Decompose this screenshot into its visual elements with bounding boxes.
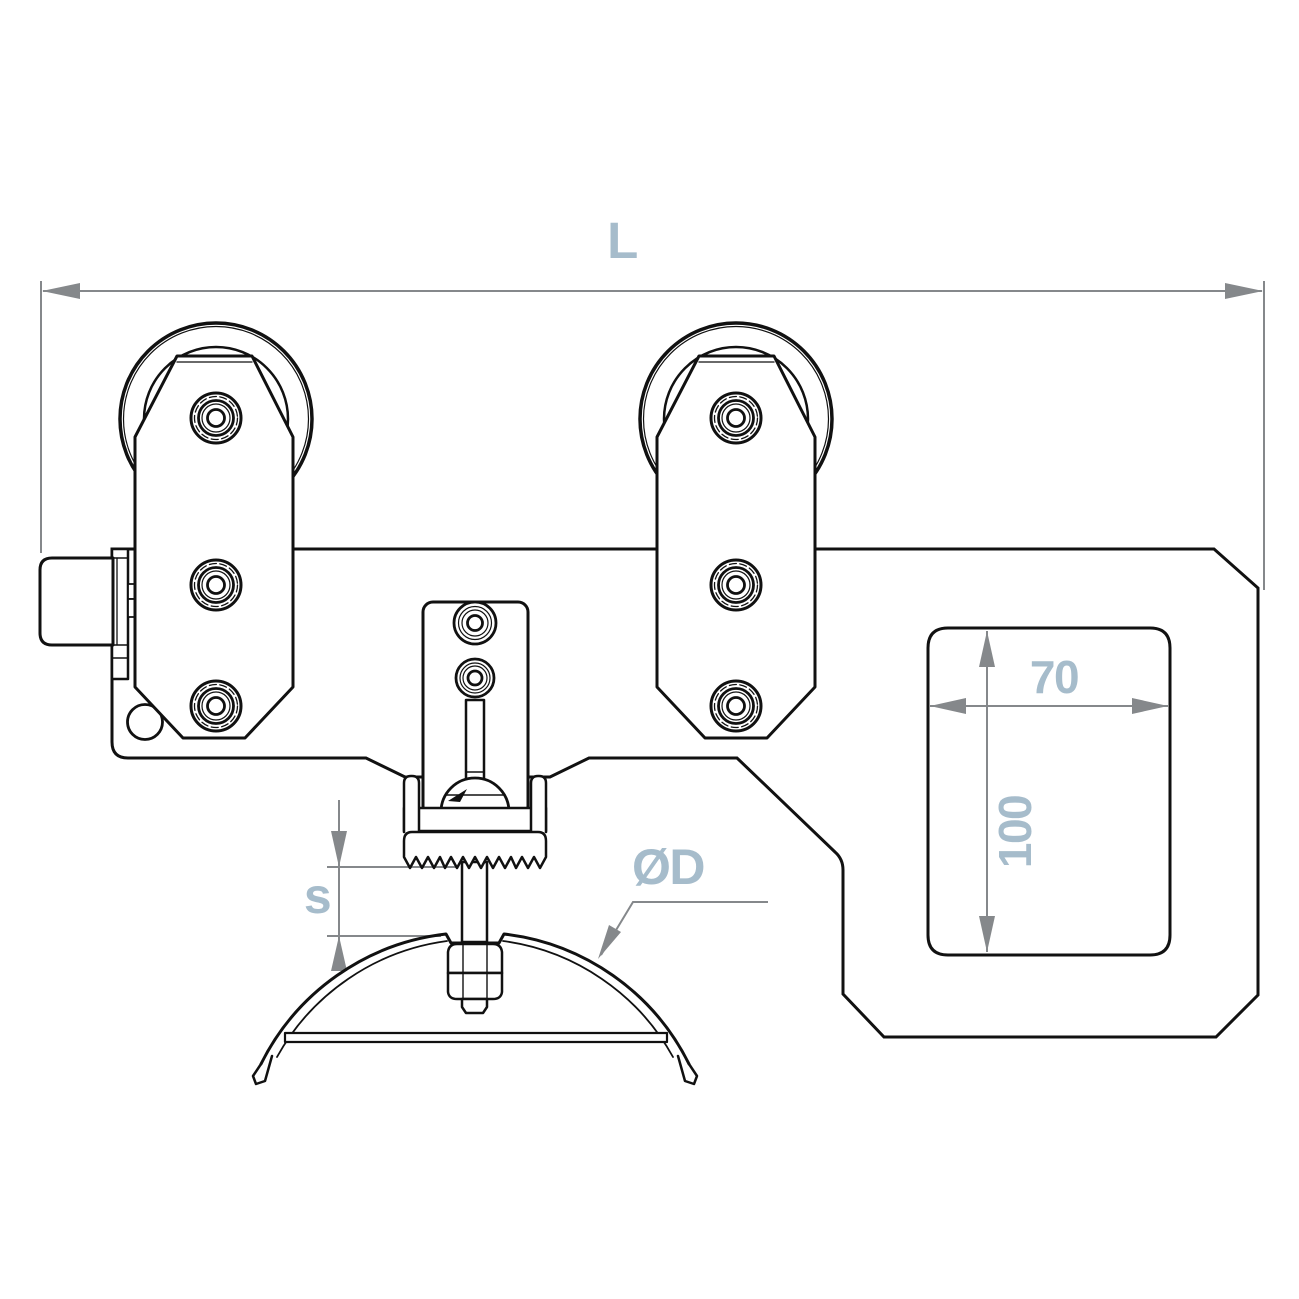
label-adjustment-travel: s (304, 868, 330, 924)
hex-nut-upper (446, 942, 504, 975)
dimension-arrowheads (42, 283, 1263, 971)
left-wheel-bracket (133, 354, 295, 740)
saddle-wall-right (529, 774, 548, 834)
side-mounting-block (38, 547, 139, 681)
label-dome-diameter: ØD (632, 839, 704, 895)
spindle-tip (460, 997, 489, 1015)
ball-highlight (448, 789, 467, 802)
label-overall-length: L (607, 212, 637, 269)
dimension-labels: L 70 100 s ØD (304, 212, 1080, 924)
leader-diameter (600, 901, 768, 956)
dome-hook-right (676, 1054, 699, 1086)
dome-foot (251, 932, 699, 1086)
dome-hook-left (251, 1054, 274, 1086)
hex-nut-lower (446, 971, 504, 1001)
saddle-wall-left (402, 774, 421, 834)
center-suspension (402, 600, 548, 944)
dimension-L (40, 281, 1265, 590)
bolt-axle-left (189, 391, 243, 445)
right-wheel-bracket (655, 354, 817, 740)
plate-hole (126, 703, 164, 741)
label-slot-height: 100 (989, 796, 1041, 868)
axle-end-block (38, 556, 115, 647)
center-bolt-upper (452, 600, 498, 646)
bolt-mid-right (709, 558, 763, 612)
bolt-low-right (709, 679, 763, 733)
bolt-mid-left (189, 558, 243, 612)
main-body-plate (110, 547, 1260, 1039)
threaded-spindle (460, 860, 489, 944)
label-slot-width: 70 (1030, 651, 1078, 703)
serrated-adjusting-nut (402, 830, 548, 870)
bolt-low-left (189, 679, 243, 733)
dome-base-rim (283, 1031, 669, 1044)
bolt-axle-right (709, 391, 763, 445)
saddle-carrier (402, 806, 548, 833)
center-bolt-lower (454, 657, 496, 699)
